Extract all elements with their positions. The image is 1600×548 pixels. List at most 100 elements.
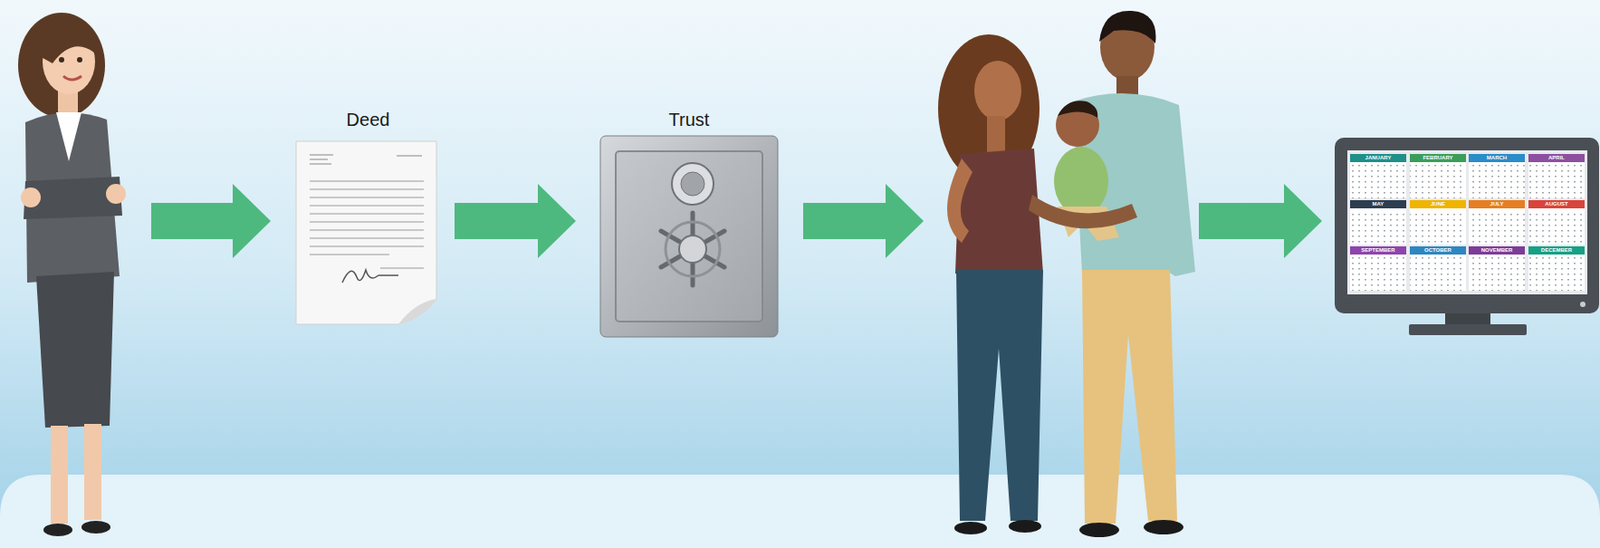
month-name: FEBRUARY	[1409, 153, 1466, 163]
safe-body	[600, 135, 778, 337]
shoe	[43, 523, 73, 537]
skirt	[36, 271, 115, 428]
dial	[671, 162, 714, 205]
day-grid	[1528, 210, 1585, 245]
monitor-frame	[1334, 137, 1600, 314]
man-pants	[1082, 269, 1178, 524]
day-grid	[1350, 163, 1407, 199]
line	[309, 153, 334, 155]
flow-arrow	[1198, 183, 1323, 259]
bottom-panel	[0, 474, 1600, 548]
month-cell	[1468, 153, 1525, 199]
handle-spokes	[661, 212, 725, 286]
month-name: SEPTEMBER	[1350, 246, 1407, 255]
man-arm	[1028, 194, 1138, 229]
man-hair	[1099, 10, 1156, 44]
woman-jeans	[956, 269, 1044, 521]
month-cell	[1350, 246, 1407, 291]
month-name: JULY	[1468, 200, 1525, 209]
month-header	[1468, 200, 1525, 209]
month-header	[1350, 246, 1407, 255]
month-header	[1528, 246, 1585, 255]
month-cell	[1409, 246, 1466, 291]
line	[309, 212, 424, 214]
handle-hub	[679, 235, 707, 263]
calendar-monitor	[1334, 137, 1600, 336]
woman-face	[974, 60, 1022, 121]
line	[309, 204, 424, 206]
day-grid	[1528, 163, 1585, 199]
month-header	[1528, 200, 1585, 209]
day-grid	[1409, 256, 1466, 291]
power-light	[1580, 301, 1586, 307]
line	[309, 158, 328, 160]
shoe	[1143, 519, 1184, 535]
hair-bangs	[36, 23, 96, 64]
day-grid	[1468, 163, 1525, 199]
hand	[20, 187, 41, 208]
dial-center	[680, 172, 705, 196]
shirt	[56, 112, 82, 162]
line	[309, 220, 424, 222]
text-lines	[309, 154, 424, 269]
day-grid	[1528, 256, 1585, 291]
smile	[63, 76, 82, 80]
day-grid	[1468, 256, 1525, 291]
month-cell	[1409, 153, 1466, 199]
month-cell	[1528, 200, 1585, 245]
line	[309, 162, 332, 164]
month-name: AUGUST	[1528, 200, 1585, 209]
line	[309, 229, 424, 230]
deed-document	[296, 141, 437, 325]
day-grid	[1350, 256, 1407, 291]
shoe	[1008, 519, 1042, 533]
handle-ring	[665, 221, 720, 277]
hair	[18, 12, 106, 118]
month-cell	[1528, 153, 1585, 199]
node-label: Deed	[281, 108, 455, 131]
month-header	[1409, 246, 1466, 255]
line	[309, 253, 390, 255]
calendar-grid	[1350, 153, 1585, 291]
baby-hair	[1057, 100, 1098, 118]
line	[309, 245, 424, 247]
baby-shirt	[1053, 146, 1109, 216]
month-header	[1468, 153, 1525, 163]
day-grid	[1409, 163, 1466, 199]
woman-arm	[947, 158, 973, 243]
month-name: MAY	[1350, 200, 1407, 209]
month-cell	[1468, 200, 1525, 245]
month-cell	[1350, 200, 1407, 245]
monitor-base	[1408, 324, 1527, 336]
paper	[296, 141, 437, 325]
month-header	[1350, 153, 1407, 163]
shoe	[1079, 522, 1120, 537]
month-name: APRIL	[1528, 153, 1585, 163]
shoe	[954, 521, 987, 535]
month-name: JANUARY	[1350, 153, 1407, 163]
eye	[76, 57, 83, 63]
month-header	[1528, 153, 1585, 163]
signature	[342, 269, 399, 283]
monitor-neck	[1445, 313, 1491, 325]
month-name: JUNE	[1409, 200, 1466, 209]
monitor-screen	[1347, 150, 1588, 295]
image-node: Trust	[575, 105, 803, 337]
day-grid	[1468, 210, 1525, 245]
eye	[58, 57, 65, 63]
line	[396, 154, 422, 156]
safe-illustration	[600, 135, 778, 337]
month-cell	[1409, 200, 1466, 245]
line	[309, 196, 424, 198]
line	[309, 237, 424, 239]
hand	[105, 183, 126, 204]
family-illustration	[938, 10, 1196, 537]
businesswoman-illustration	[18, 12, 126, 537]
month-cell	[1528, 246, 1585, 291]
image-node: Deed	[281, 105, 455, 337]
month-name: NOVEMBER	[1468, 246, 1525, 255]
